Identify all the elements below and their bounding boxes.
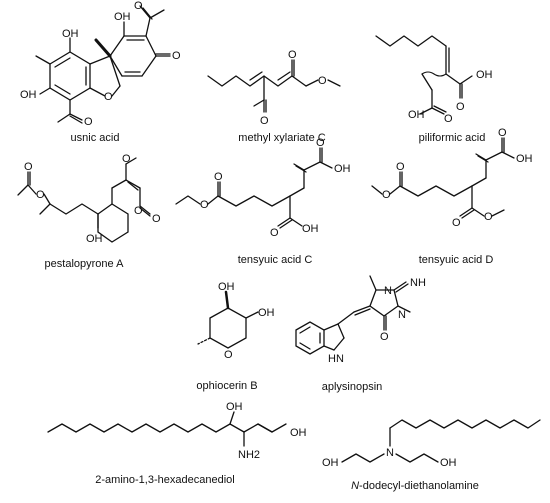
atom-N: N bbox=[386, 447, 394, 459]
structure-methyl-xylariate-c: O O O bbox=[207, 49, 341, 127]
atom-O: O bbox=[380, 331, 389, 343]
atom-O: O bbox=[24, 161, 33, 173]
atom-O: O bbox=[484, 211, 493, 223]
atom-O: O bbox=[104, 91, 113, 103]
atom-O: O bbox=[134, 0, 143, 12]
atom-OH: OH bbox=[226, 401, 243, 413]
atom-OH: OH bbox=[218, 281, 235, 293]
atom-O: O bbox=[316, 137, 325, 149]
atom-OH: OH bbox=[86, 233, 103, 245]
atom-OH: OH bbox=[322, 457, 339, 469]
atom-O: O bbox=[452, 217, 461, 229]
structure-tensyuic-acid-d: O O O OH O O bbox=[371, 127, 533, 229]
atom-HN: HN bbox=[328, 353, 344, 365]
structure-n-dodecyl-diethanolamine: N OH OH bbox=[322, 419, 541, 469]
atom-O: O bbox=[444, 113, 453, 125]
atom-OH: OH bbox=[334, 163, 351, 175]
atom-OH: OH bbox=[258, 307, 275, 319]
atom-N: N bbox=[384, 285, 392, 297]
atom-O: O bbox=[224, 349, 233, 361]
compound-label-pestalopyrone-a: pestalopyrone A bbox=[44, 258, 124, 270]
atom-O: O bbox=[456, 101, 465, 113]
compound-label-methyl-xylariate-c: methyl xylariate C bbox=[238, 132, 326, 144]
atom-OH: OH bbox=[408, 109, 425, 121]
atom-O: O bbox=[134, 205, 143, 217]
compound-label-piliformic-acid: piliformic acid bbox=[418, 132, 486, 144]
structure-piliformic-acid: OH O OH O bbox=[375, 35, 493, 125]
atom-NH2: NH2 bbox=[238, 449, 260, 461]
structure-2-amino-1-3-hexadecanediol: OH NH2 OH bbox=[47, 401, 307, 461]
atom-O: O bbox=[288, 49, 297, 61]
atom-OH: OH bbox=[302, 223, 319, 235]
label-rest: -dodecyl-diethanolamine bbox=[359, 480, 479, 492]
structure-usnic-acid: O O O OH OH OH O bbox=[20, 0, 181, 128]
atom-OH: OH bbox=[516, 153, 533, 165]
atom-O: O bbox=[200, 199, 209, 211]
atom-O: O bbox=[84, 116, 93, 128]
atom-O: O bbox=[396, 161, 405, 173]
atom-OH: OH bbox=[62, 28, 79, 40]
atom-N: N bbox=[398, 309, 406, 321]
atom-O: O bbox=[122, 153, 131, 165]
compound-label-n-dodecyl-diethanolamine: N-dodecyl-diethanolamine bbox=[351, 480, 479, 492]
compound-label-2-amino-1-3-hexadecanediol: 2-amino-1,3-hexadecanediol bbox=[95, 474, 235, 486]
compound-label-tensyuic-acid-c: tensyuic acid C bbox=[237, 254, 313, 266]
italic-prefix: N bbox=[351, 480, 360, 492]
atom-OH: OH bbox=[440, 457, 457, 469]
atom-O: O bbox=[36, 189, 45, 201]
structure-pestalopyrone-a: O O OH O O O bbox=[17, 153, 161, 245]
structure-tensyuic-acid-c: O O O OH O OH bbox=[175, 137, 351, 239]
atom-OH: OH bbox=[114, 11, 131, 23]
atom-O: O bbox=[382, 189, 391, 201]
atom-O: O bbox=[270, 227, 279, 239]
atom-OH: OH bbox=[290, 427, 307, 439]
atom-O: O bbox=[152, 213, 161, 225]
compound-label-aplysinopsin: aplysinopsin bbox=[321, 381, 383, 393]
atom-O: O bbox=[260, 115, 269, 127]
compound-label-tensyuic-acid-d: tensyuic acid D bbox=[418, 254, 494, 266]
atom-O: O bbox=[214, 171, 223, 183]
atom-OH: OH bbox=[20, 89, 37, 101]
compound-label-ophiocerin-b: ophiocerin B bbox=[196, 380, 258, 392]
atom-NH: NH bbox=[410, 277, 426, 289]
structure-aplysinopsin: NH N N O HN bbox=[295, 275, 426, 365]
compound-label-usnic-acid: usnic acid bbox=[70, 132, 120, 144]
atom-O: O bbox=[498, 127, 507, 139]
atom-O: O bbox=[172, 50, 181, 62]
atom-O: O bbox=[318, 75, 327, 87]
structure-ophiocerin-b: OH OH O bbox=[197, 281, 275, 361]
atom-OH: OH bbox=[476, 69, 493, 81]
